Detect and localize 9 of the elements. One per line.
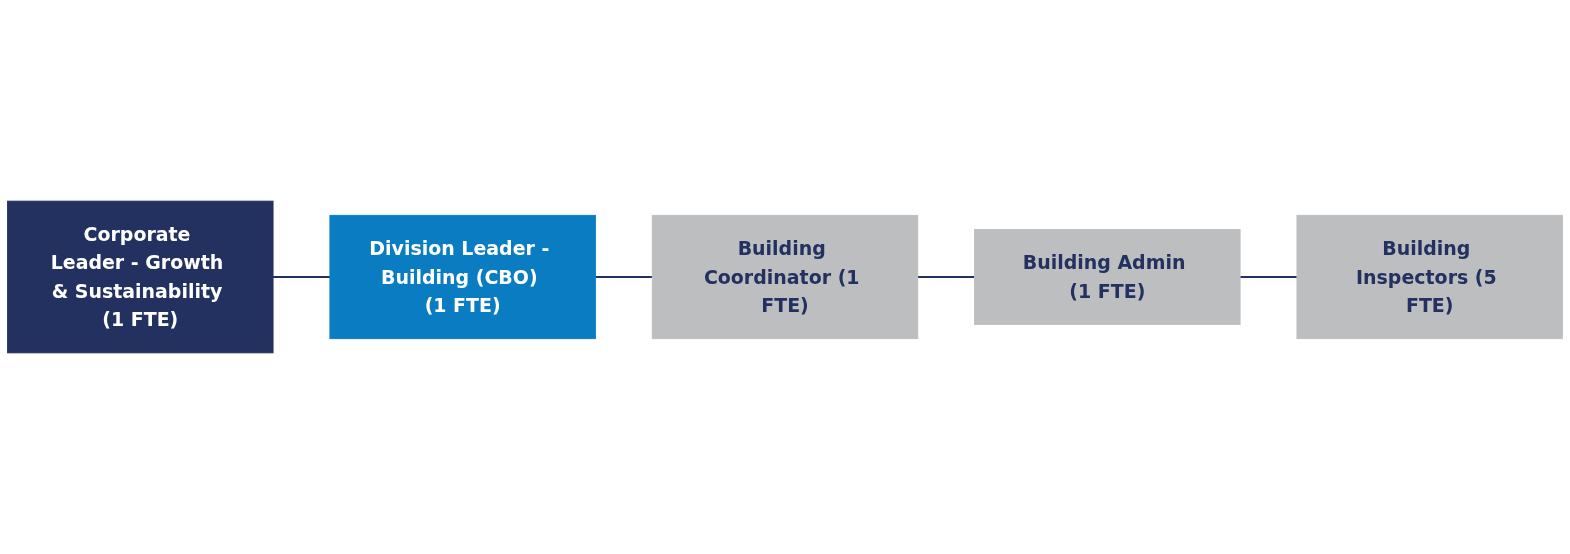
connector	[916, 276, 976, 278]
connector	[594, 276, 654, 278]
connector	[1239, 276, 1298, 278]
node-box: Building Admin (1 FTE)	[974, 229, 1241, 325]
connector	[272, 276, 331, 278]
node-box: Building Coordinator (1 FTE)	[651, 214, 919, 340]
node-box: Corporate Leader - Growth & Sustainability (1 FTE)	[7, 200, 274, 354]
node-box: Building Inspectors (5 FTE)	[1296, 214, 1563, 340]
node-box: Division Leader - Building (CBO) (1 FTE)	[329, 214, 596, 340]
